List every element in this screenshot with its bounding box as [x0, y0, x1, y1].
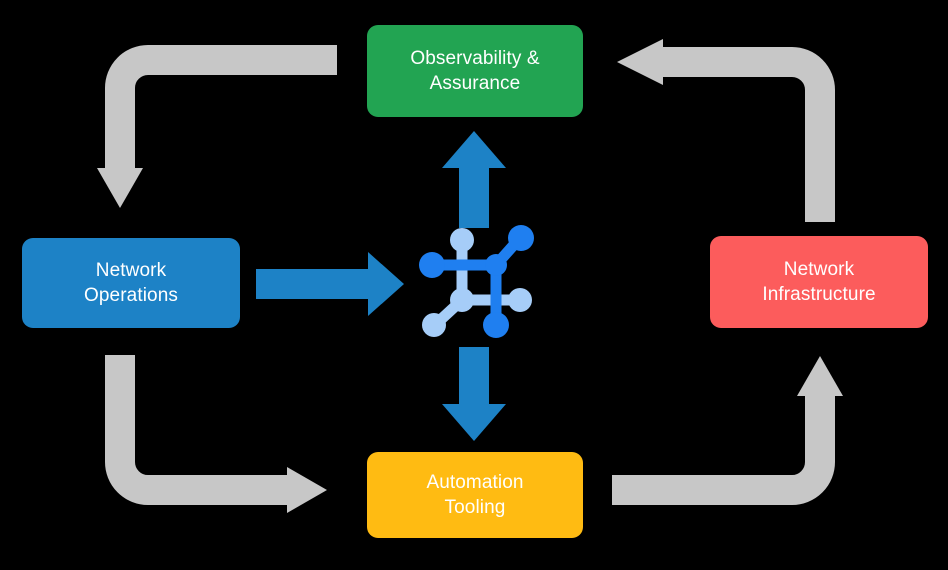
blue-arrow-center-to-automation — [442, 347, 506, 441]
blue-arrow-center-to-observability — [442, 131, 506, 228]
node-observability-assurance[interactable]: Observability & Assurance — [367, 25, 583, 117]
node-network-operations[interactable]: Network Operations — [22, 238, 240, 328]
node-network-infrastructure[interactable]: Network Infrastructure — [710, 236, 928, 328]
blue-arrow-netops-to-center — [256, 252, 404, 316]
network-topology-icon — [419, 225, 534, 338]
gray-arrow-automation-to-netinfra — [612, 356, 843, 505]
gray-arrow-observability-to-netops — [97, 45, 337, 208]
gray-arrow-netinfra-to-observability — [617, 39, 835, 222]
gray-arrow-netops-to-automation — [105, 355, 327, 513]
node-automation-tooling[interactable]: Automation Tooling — [367, 452, 583, 538]
